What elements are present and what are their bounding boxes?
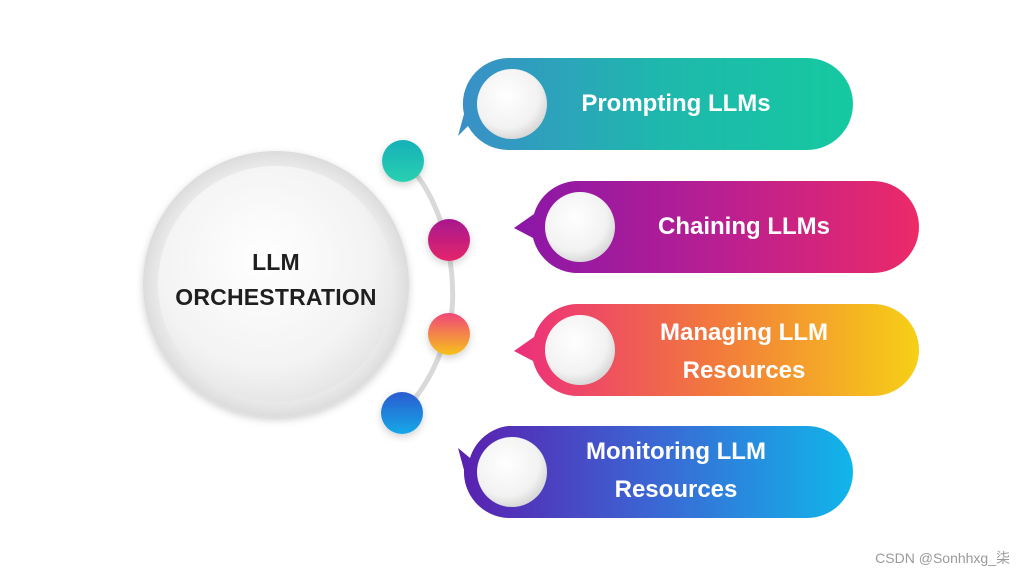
arc-node-3 — [381, 392, 423, 434]
item-label-3-line1: Monitoring LLM — [586, 438, 766, 465]
item-pill-3-bubble — [477, 437, 547, 507]
item-pill-1-shape — [514, 181, 919, 273]
center-title-line2: ORCHESTRATION — [175, 284, 377, 310]
item-pill-0-bubble — [477, 69, 547, 139]
item-label-1: Chaining LLMs — [628, 208, 860, 246]
item-pill-1 — [514, 181, 919, 273]
item-label-2: Managing LLM Resources — [628, 314, 860, 390]
item-pill-2-bubble — [545, 315, 615, 385]
item-pill-3-shape — [458, 426, 853, 518]
arc-node-0 — [382, 140, 424, 182]
arc-node-2 — [428, 313, 470, 355]
item-label-0: Prompting LLMs — [560, 85, 792, 123]
item-label-0-line1: Prompting LLMs — [581, 90, 771, 117]
item-label-2-line1: Managing LLM — [660, 319, 828, 346]
item-label-2-line2: Resources — [682, 357, 806, 384]
item-pill-0 — [458, 58, 853, 150]
item-pill-2 — [514, 304, 919, 396]
item-pill-0-shape — [458, 58, 853, 150]
center-title: LLM ORCHESTRATION — [150, 245, 402, 315]
arc-node-1 — [428, 219, 470, 261]
connector-arc — [399, 158, 456, 416]
item-pill-2-shape — [514, 304, 919, 396]
center-title-line1: LLM — [252, 249, 300, 275]
item-label-1-line1: Chaining LLMs — [658, 213, 830, 240]
item-label-3-line2: Resources — [614, 476, 738, 503]
watermark: CSDN @Sonhhxg_柒 — [875, 550, 1010, 566]
center-disc — [143, 151, 409, 417]
item-label-3: Monitoring LLM Resources — [560, 433, 792, 509]
item-pill-3 — [458, 426, 853, 518]
item-pill-1-bubble — [545, 192, 615, 262]
center-disc-face — [158, 166, 394, 402]
